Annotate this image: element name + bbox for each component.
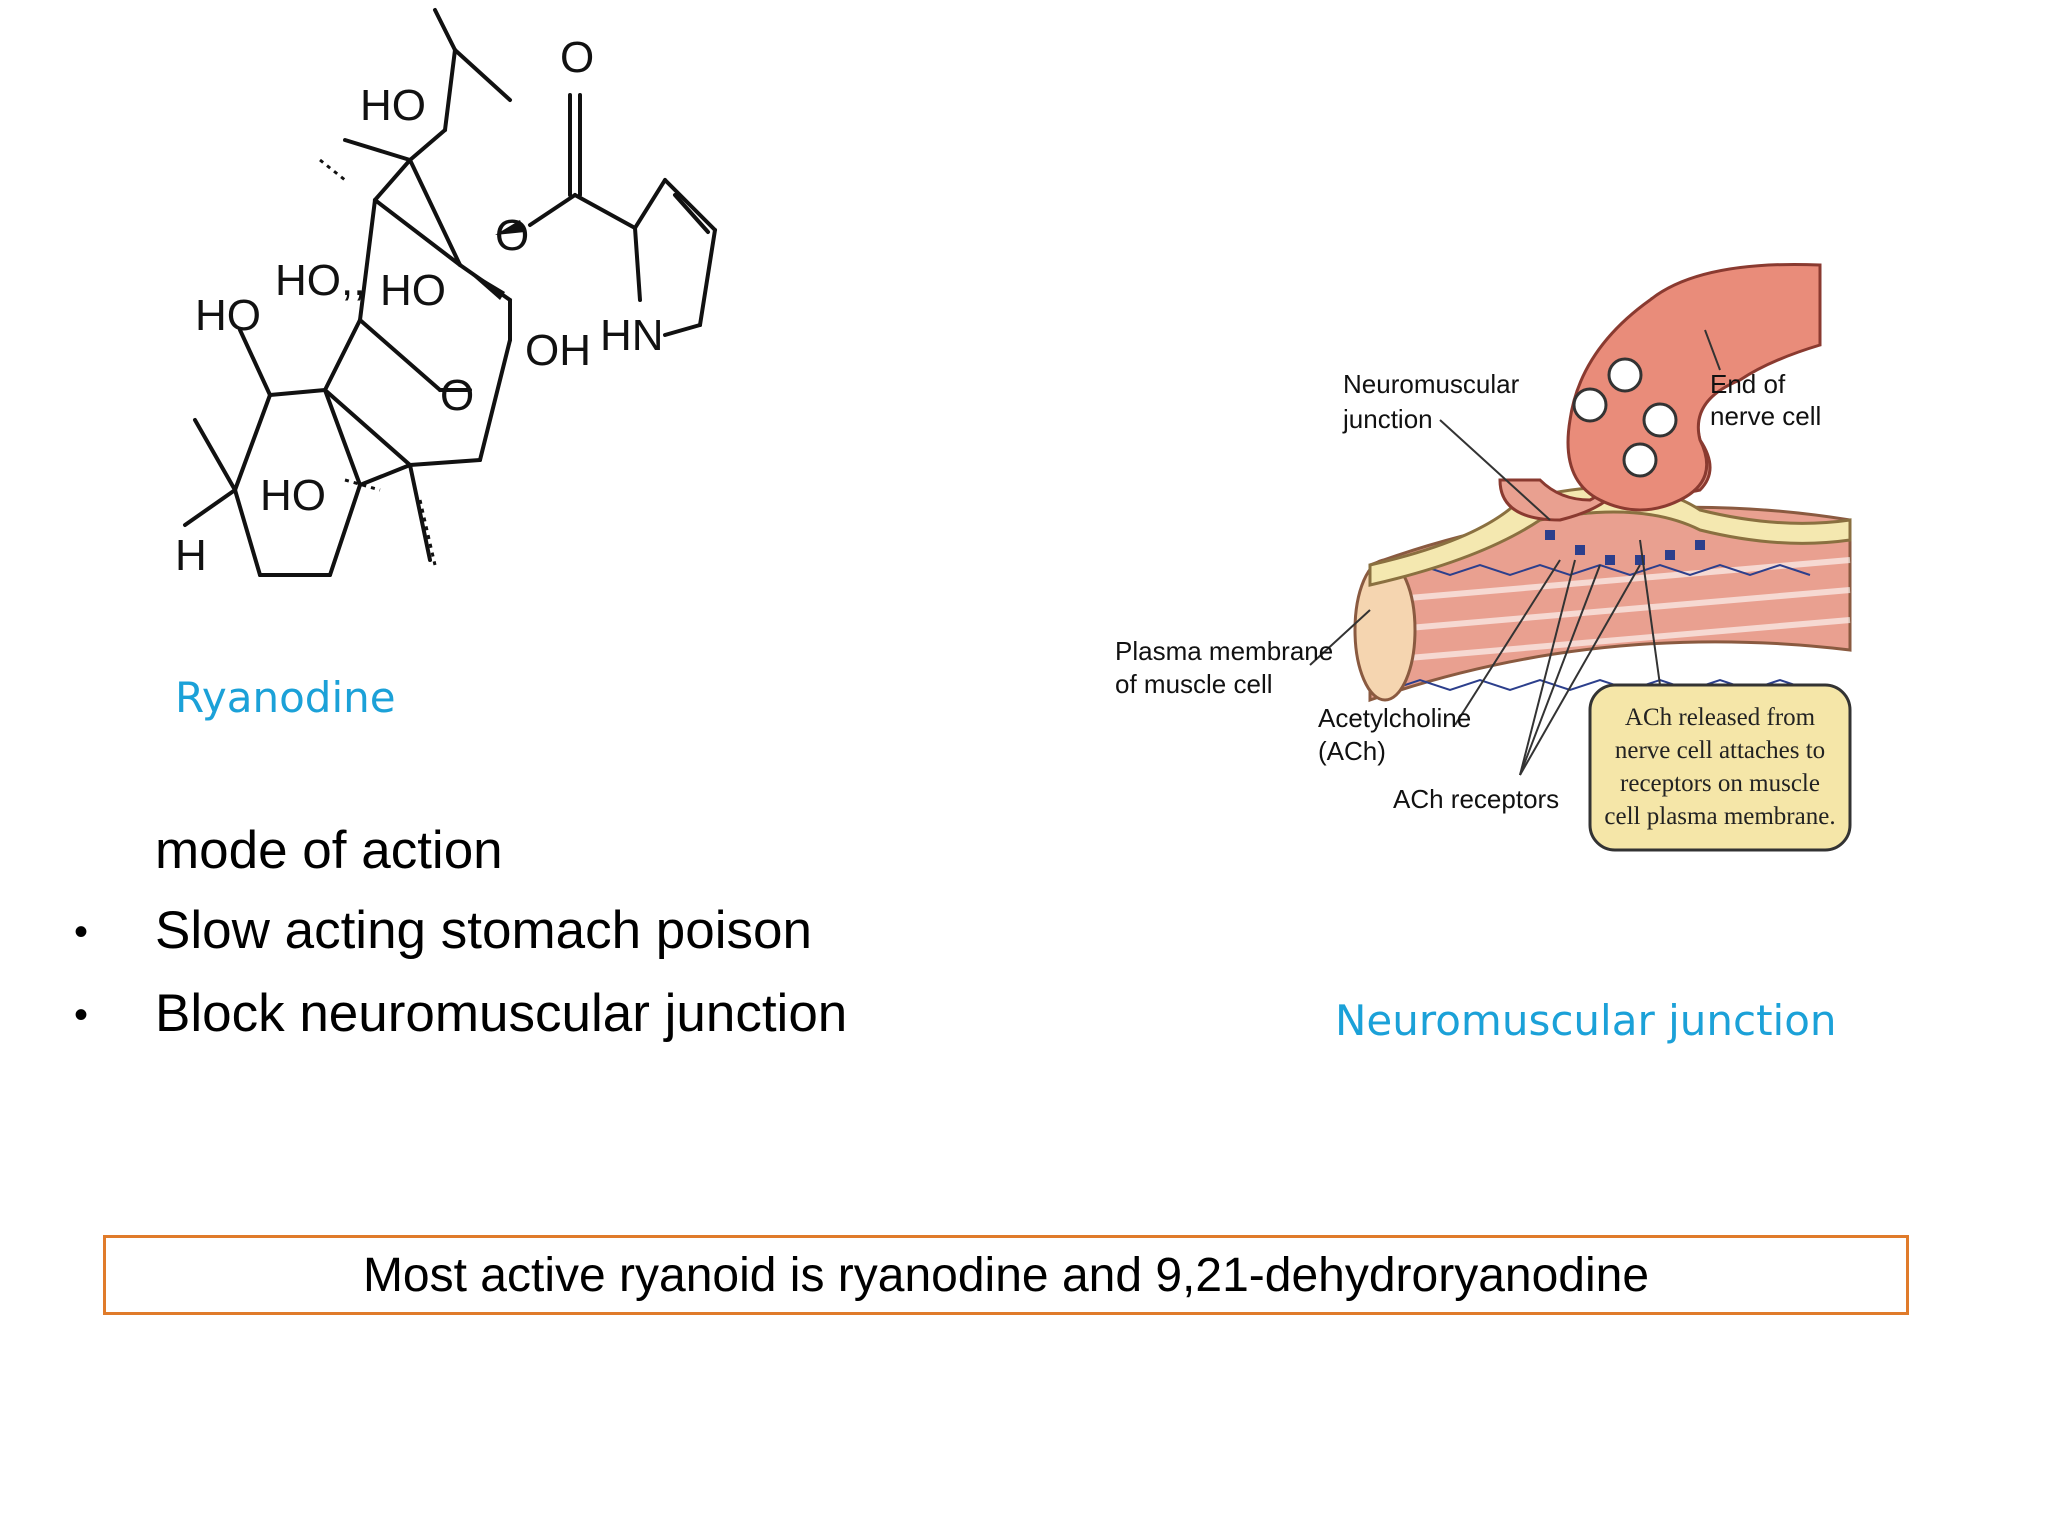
highlight-text: Most active ryanoid is ryanodine and 9,2…	[362, 1248, 1650, 1302]
atom-o-ring: O	[440, 371, 474, 420]
neuromuscular-junction-diagram: Neuromuscular junction End of nerve cell…	[1115, 262, 1852, 852]
bullet-item-2: Block neuromuscular junction	[155, 984, 848, 1043]
box-line-3: receptors on muscle	[1620, 770, 1820, 797]
label-plasma-1: Plasma membrane	[1115, 636, 1333, 666]
label-nmj-2: junction	[1342, 404, 1433, 434]
atom-hn: HN	[600, 311, 664, 360]
label-ach-receptors: ACh receptors	[1393, 784, 1559, 814]
box-line-4: cell plasma membrane.	[1604, 803, 1835, 830]
bullet-marker-1: •	[74, 910, 89, 954]
section-heading: mode of action	[155, 821, 503, 880]
box-line-1: ACh released from	[1625, 704, 1816, 731]
atom-ho-1: HO	[360, 81, 426, 130]
atom-o-top: O	[560, 33, 594, 82]
atom-ho-3: HO	[380, 266, 446, 315]
ryanodine-caption: Ryanodine	[175, 673, 396, 722]
highlight-box: Most active ryanoid is ryanodine and 9,2…	[103, 1235, 1909, 1315]
atom-h: H	[175, 531, 207, 580]
bullet-marker-2: •	[74, 993, 89, 1037]
atom-ho-2: HO,,	[275, 256, 365, 305]
diagram-caption: Neuromuscular junction	[1335, 996, 1837, 1045]
label-plasma-2: of muscle cell	[1115, 669, 1273, 699]
label-nmj-1: Neuromuscular	[1343, 369, 1520, 399]
label-ach-2: (ACh)	[1318, 736, 1386, 766]
label-ach-1: Acetylcholine	[1318, 703, 1471, 733]
ryanodine-structure: O HO HO,, HO HO O OH HN O HO H	[175, 8, 717, 580]
label-end-1: End of	[1710, 369, 1786, 399]
atom-oh: OH	[525, 326, 591, 375]
bullet-item-1: Slow acting stomach poison	[155, 901, 812, 960]
atom-ho-5: HO	[260, 471, 326, 520]
label-end-2: nerve cell	[1710, 401, 1821, 431]
box-line-2: nerve cell attaches to	[1615, 737, 1825, 764]
atom-ho-4: HO	[195, 291, 261, 340]
atom-o-ester: O	[495, 211, 529, 260]
